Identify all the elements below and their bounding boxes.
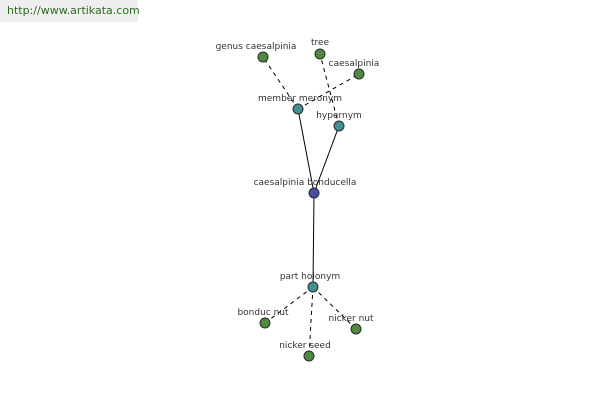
edge-center-to-hypernym — [313, 125, 340, 194]
node-genus-caesalpinia[interactable]: genus caesalpinia — [216, 42, 297, 63]
node-nicker-seed[interactable]: nicker seed — [279, 341, 331, 362]
node-hypernym[interactable]: hypernym — [316, 111, 362, 132]
node-label-tree: tree — [311, 38, 330, 48]
node-label-bonduc-nut: bonduc nut — [237, 308, 289, 318]
edge-center-to-member-meronym — [297, 108, 315, 194]
node-dot-bonduc-nut[interactable] — [259, 317, 271, 329]
node-label-part-holonym: part holonym — [280, 272, 340, 282]
node-center[interactable]: caesalpinia bonducella — [254, 178, 357, 199]
node-label-caesalpinia: caesalpinia — [329, 59, 380, 69]
node-caesalpinia[interactable]: caesalpinia — [329, 59, 380, 80]
node-label-nicker-seed: nicker seed — [279, 341, 331, 351]
edge-member-meronym-to-genus-caesalpinia — [262, 56, 299, 110]
node-dot-member-meronym[interactable] — [292, 103, 304, 115]
node-dot-nicker-nut[interactable] — [350, 323, 362, 335]
edge-center-to-part-holonym — [312, 192, 315, 288]
edge-part-holonym-to-bonduc-nut — [264, 286, 314, 324]
node-label-genus-caesalpinia: genus caesalpinia — [216, 42, 297, 52]
node-label-hypernym: hypernym — [316, 111, 362, 121]
node-dot-caesalpinia[interactable] — [353, 68, 365, 80]
node-dot-part-holonym[interactable] — [307, 281, 319, 293]
node-label-nicker-nut: nicker nut — [328, 314, 374, 324]
watermark-url: http://www.artikata.com — [0, 0, 140, 22]
node-dot-center[interactable] — [308, 187, 320, 199]
node-bonduc-nut[interactable]: bonduc nut — [237, 308, 289, 329]
nodes-layer: caesalpinia bonducella member meronym hype… — [216, 38, 380, 362]
node-label-center: caesalpinia bonducella — [254, 178, 357, 188]
node-dot-genus-caesalpinia[interactable] — [257, 51, 269, 63]
edge-member-meronym-to-caesalpinia — [297, 73, 360, 110]
node-dot-nicker-seed[interactable] — [303, 350, 315, 362]
edge-part-holonym-to-nicker-seed — [308, 286, 314, 357]
node-part-holonym[interactable]: part holonym — [280, 272, 340, 293]
node-label-member-meronym: member meronym — [258, 94, 342, 104]
node-nicker-nut[interactable]: nicker nut — [328, 314, 374, 335]
node-member-meronym[interactable]: member meronym — [258, 94, 342, 115]
node-tree[interactable]: tree — [311, 38, 330, 60]
edges-layer — [262, 53, 360, 357]
edge-part-holonym-to-nicker-nut — [312, 286, 357, 330]
node-dot-tree[interactable] — [314, 48, 326, 60]
node-dot-hypernym[interactable] — [333, 120, 345, 132]
